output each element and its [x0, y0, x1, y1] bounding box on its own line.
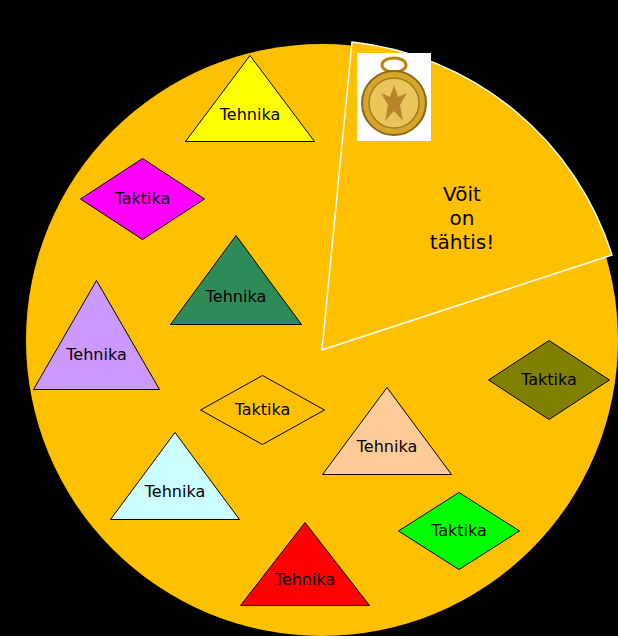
shape-fill [111, 433, 240, 520]
shape-label: Tehnika [206, 287, 266, 306]
shape-outline [185, 55, 315, 142]
medal-disc [362, 71, 426, 135]
tactic-diamond: Taktika [80, 158, 205, 240]
shape-label: Taktika [115, 189, 171, 208]
medal-inner [369, 78, 419, 128]
technique-triangle: Tehnika [185, 55, 315, 142]
tactic-diamond: Taktika [488, 340, 610, 420]
shape-fill [322, 42, 612, 350]
technique-triangle: Tehnika [240, 522, 370, 606]
shape-label: Tehnika [220, 105, 280, 124]
shape-outline [240, 522, 370, 606]
shape-fill [201, 376, 325, 445]
slice-text: Võit on tähtis! [430, 182, 495, 254]
shape-fill [241, 523, 370, 606]
tactic-diamond: Taktika [398, 492, 520, 570]
shape-outline [322, 387, 452, 475]
technique-triangle: Tehnika [170, 235, 302, 325]
shape-label: Tehnika [275, 570, 335, 589]
technique-triangle: Tehnika [33, 280, 160, 390]
technique-triangle: Tehnika [110, 432, 240, 520]
shape-fill [34, 281, 160, 390]
shape-fill [323, 388, 452, 475]
shape-label: Taktika [521, 370, 577, 389]
medal-figure [381, 85, 407, 121]
shape-label: Tehnika [357, 437, 417, 456]
technique-triangle: Tehnika [322, 387, 452, 475]
shape-fill [81, 159, 205, 240]
shape-label: Taktika [431, 521, 487, 540]
shape-fill [171, 236, 302, 325]
shape-label: Tehnika [66, 345, 126, 364]
shape-fill [186, 56, 315, 142]
shape-outline [110, 432, 240, 520]
tactic-diamond: Taktika [200, 375, 325, 445]
gold-medal [357, 53, 431, 141]
shape-label: Taktika [235, 400, 291, 419]
shape-label: Tehnika [145, 482, 205, 501]
shape-fill [399, 493, 520, 570]
medal-photo-ground [357, 53, 431, 141]
shape-outline [33, 280, 160, 390]
shape-fill [489, 341, 610, 420]
medal-loop [382, 58, 406, 72]
shape-outline [170, 235, 302, 325]
